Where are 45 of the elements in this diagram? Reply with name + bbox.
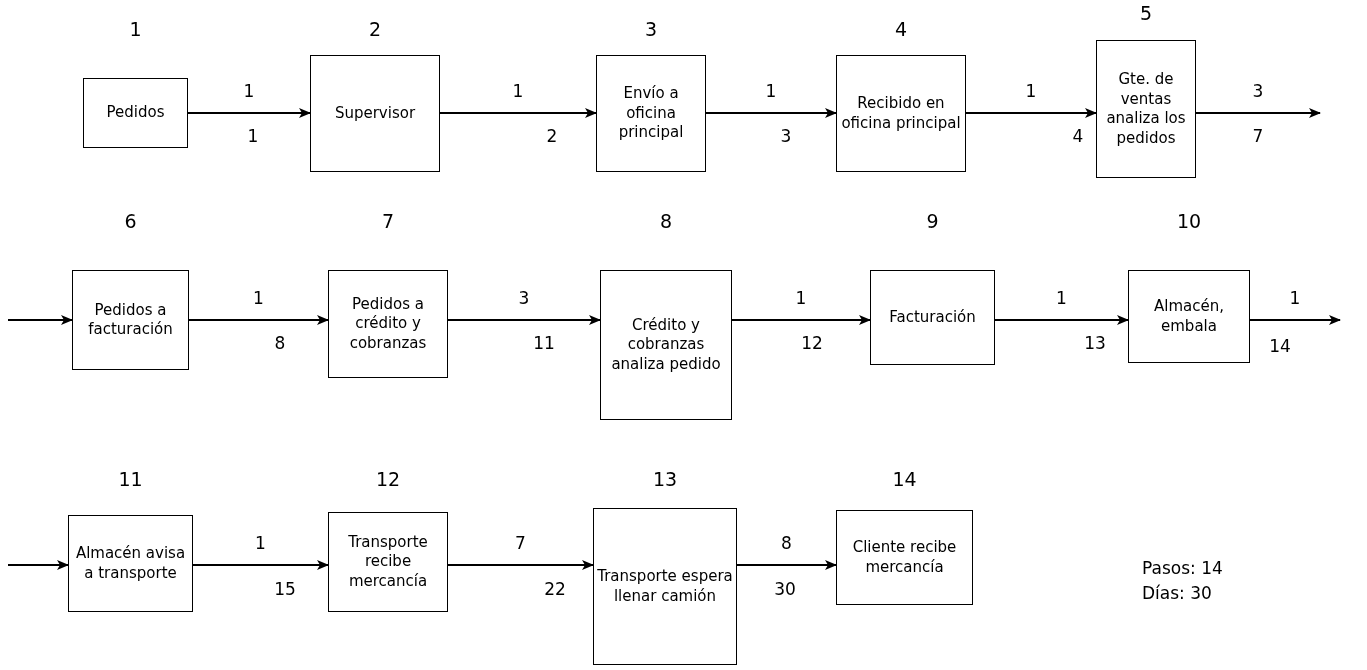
step-text: Pedidos a facturación [87, 300, 174, 340]
arrow [731, 315, 871, 325]
step-text: Recibido en oficina principal [840, 94, 962, 133]
step-number: 7 [380, 209, 396, 234]
summary-text: Días: 30 [1142, 583, 1212, 603]
step-number: 8 [658, 209, 674, 234]
arrow [1249, 315, 1341, 325]
step-number: 12 [374, 467, 402, 492]
step-text: Pedidos a crédito y cobranzas [348, 294, 428, 354]
arrow [187, 108, 311, 118]
arrow [7, 560, 69, 570]
step-number: 14 [891, 467, 918, 492]
arrow [192, 560, 329, 570]
arrow [439, 108, 597, 118]
step-text: Cliente recibe mercancía [851, 538, 958, 577]
step-number: 5 [1138, 1, 1154, 26]
step-number: 6 [123, 209, 138, 234]
step-number: 13 [651, 467, 679, 492]
step-text: Transporte espera llenar camión [597, 567, 733, 606]
step-text: Pedidos [106, 103, 165, 123]
arrow [1195, 108, 1321, 118]
step-number: 2 [367, 17, 383, 42]
step-number: 9 [925, 209, 940, 234]
step-text: Supervisor [334, 103, 416, 124]
step-text: Gte. de ventas analiza los pedidos [1105, 70, 1187, 148]
arrow [188, 315, 329, 325]
step-text: Facturación [889, 307, 976, 328]
arrow [7, 315, 73, 325]
step-text: Almacén, embala [1153, 297, 1225, 336]
step-number: 3 [643, 17, 659, 42]
step-number: 10 [1175, 209, 1203, 234]
step-number: 1 [128, 17, 143, 42]
step-number: 4 [893, 17, 909, 42]
step-text: Crédito y cobranzas analiza pedido [610, 315, 722, 375]
arrow [736, 560, 837, 570]
step-text: Almacén avisa a transporte [74, 544, 187, 583]
step-number: 11 [117, 467, 144, 492]
step-text: Transporte recibe mercancía [347, 532, 429, 592]
arrow [965, 108, 1097, 118]
arrow [447, 315, 601, 325]
arrow [705, 108, 837, 118]
arrow [447, 560, 594, 570]
summary-text: Pasos: 14 [1142, 558, 1223, 578]
arrow [994, 315, 1129, 325]
step-text: Envío a oficina principal [617, 84, 685, 143]
